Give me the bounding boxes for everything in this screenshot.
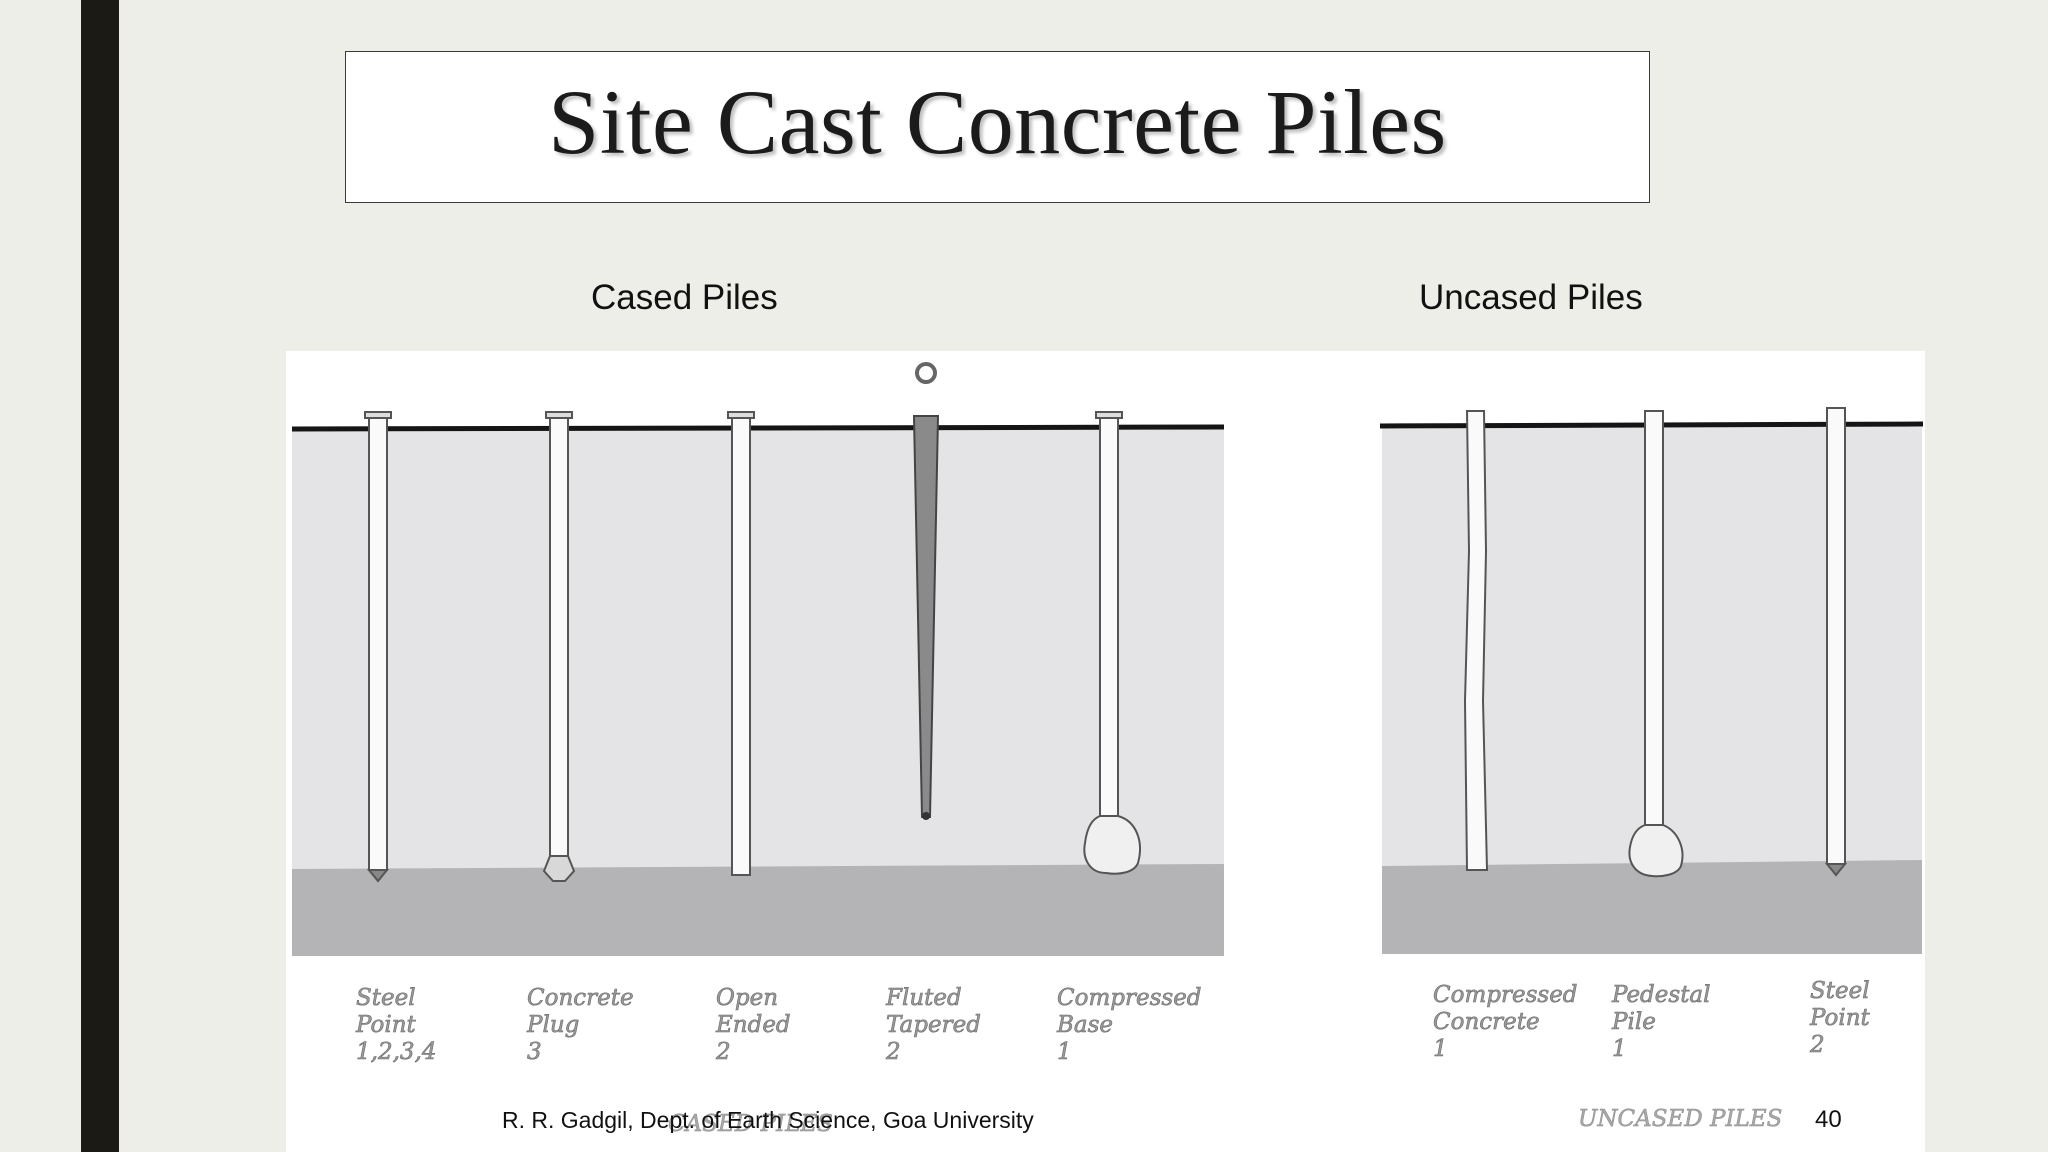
label-steel-point: Steel Point 1,2,3,4: [356, 985, 437, 1066]
cased-ground-line: [291, 424, 1225, 432]
uncased-bearing-stratum: [1382, 860, 1922, 954]
piles-figure: Steel Point 1,2,3,4 Concrete Plug 3 Open…: [286, 351, 1925, 1152]
footer-credit: R. R. Gadgil, Dept. of Earth Science, Go…: [502, 1107, 1034, 1133]
label-compressed-concrete: Compressed Concrete 1: [1433, 982, 1578, 1063]
slide-title: Site Cast Concrete Piles: [548, 71, 1447, 173]
pile-pedestal: [1628, 410, 1684, 878]
page-number: 40: [1815, 1106, 1842, 1133]
cased-piles-heading: Cased Piles: [591, 278, 778, 317]
uncased-piles-heading: Uncased Piles: [1419, 278, 1643, 317]
label-concrete-plug: Concrete Plug 3: [527, 985, 634, 1066]
label-pedestal-pile: Pedestal Pile 1: [1612, 982, 1711, 1063]
label-compressed-base: Compressed Base 1: [1057, 985, 1202, 1066]
cased-bearing-stratum: [292, 864, 1224, 956]
pile-steel-point: [364, 411, 392, 883]
cased-soil-layer: [292, 429, 1224, 949]
cased-panel: [291, 424, 1225, 956]
label-steel-point-uncased: Steel Point 2: [1810, 978, 1870, 1059]
label-open-ended: Open Ended 2: [716, 985, 791, 1066]
label-fluted-tapered: Fluted Tapered 2: [886, 985, 982, 1066]
pile-fluted-tapered: [912, 362, 940, 820]
cased-piles-caption: CASED PILES: [668, 1111, 833, 1138]
pile-concrete-plug: [542, 411, 576, 882]
piles-diagram: [291, 362, 1924, 956]
pile-open-ended: [727, 411, 755, 876]
uncased-piles-caption: UNCASED PILES: [1578, 1106, 1783, 1133]
accent-bar: [81, 0, 119, 1152]
pile-steel-point-uncased: [1824, 407, 1848, 877]
pile-compressed-concrete: [1463, 410, 1489, 871]
title-box: Site Cast Concrete Piles: [345, 51, 1650, 203]
pile-compressed-base: [1083, 411, 1141, 875]
